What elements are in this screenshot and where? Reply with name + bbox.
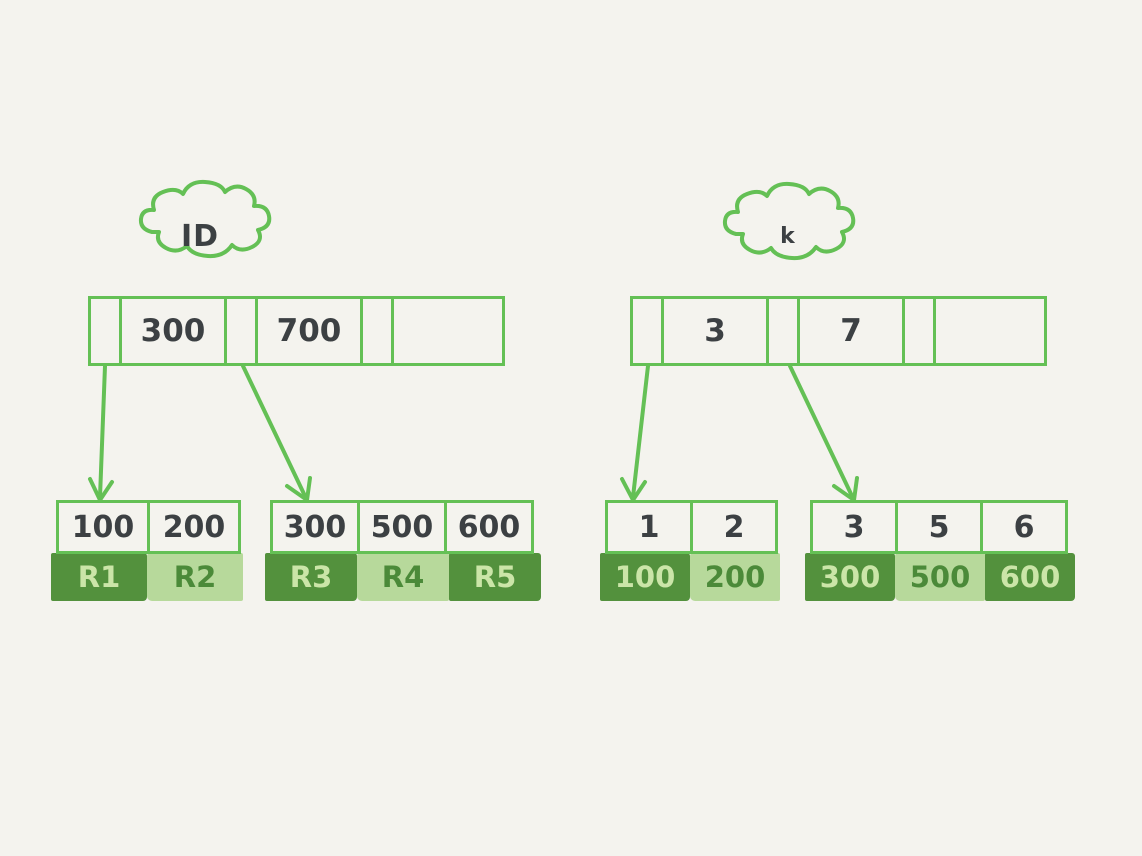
cloud-outline-left	[138, 179, 272, 259]
leaf-2-key-row: 300 500 600	[270, 500, 547, 554]
leaf-3-key-0[interactable]: 1	[605, 500, 693, 554]
root-right-empty-slot[interactable]	[933, 296, 1047, 366]
leaf-1-key-row: 100 200	[56, 500, 249, 554]
root-left-empty-slot[interactable]	[391, 296, 505, 366]
leaf-3-value-0[interactable]: 100	[600, 553, 690, 601]
leaf-3-value-1[interactable]: 200	[690, 553, 780, 601]
arrow-left-root-to-leaf-2	[241, 364, 307, 498]
root-node-left[interactable]: 300 700	[88, 296, 505, 366]
leaf-1-key-0[interactable]: 100	[56, 500, 150, 554]
arrow-left-root-to-leaf-1	[98, 364, 107, 499]
leaf-2-value-2[interactable]: R5	[449, 553, 541, 601]
root-right-pointer-2[interactable]	[902, 296, 936, 366]
leaf-1-value-0[interactable]: R1	[51, 553, 147, 601]
root-left-key-1[interactable]: 700	[255, 296, 363, 366]
leaf-node-2[interactable]: 300 500 600 R3 R4 R5	[265, 500, 547, 601]
arrow-right-root-to-leaf-3	[631, 364, 650, 499]
leaf-4-key-row: 3 5 6	[810, 500, 1081, 554]
leaf-1-value-1[interactable]: R2	[147, 553, 243, 601]
leaf-4-key-1[interactable]: 5	[895, 500, 983, 554]
root-right-pointer-0[interactable]	[630, 296, 664, 366]
root-right-key-0[interactable]: 3	[661, 296, 769, 366]
root-right-pointer-1[interactable]	[766, 296, 800, 366]
leaf-3-key-row: 1 2	[605, 500, 786, 554]
root-left-pointer-2[interactable]	[360, 296, 394, 366]
leaf-node-3[interactable]: 1 2 100 200	[600, 500, 786, 601]
leaf-2-key-0[interactable]: 300	[270, 500, 360, 554]
leaf-1-key-1[interactable]: 200	[147, 500, 241, 554]
leaf-3-value-row: 100 200	[600, 553, 786, 601]
leaf-2-key-1[interactable]: 500	[357, 500, 447, 554]
leaf-4-value-row: 300 500 600	[805, 553, 1081, 601]
root-left-key-0[interactable]: 300	[119, 296, 227, 366]
leaf-4-value-0[interactable]: 300	[805, 553, 895, 601]
leaf-3-key-1[interactable]: 2	[690, 500, 778, 554]
leaf-2-value-1[interactable]: R4	[357, 553, 449, 601]
leaf-4-key-2[interactable]: 6	[980, 500, 1068, 554]
leaf-4-value-1[interactable]: 500	[895, 553, 985, 601]
root-right-key-1[interactable]: 7	[797, 296, 905, 366]
leaf-4-key-0[interactable]: 3	[810, 500, 898, 554]
root-left-pointer-0[interactable]	[88, 296, 122, 366]
root-left-pointer-1[interactable]	[224, 296, 258, 366]
root-node-right[interactable]: 3 7	[630, 296, 1047, 366]
leaf-2-value-0[interactable]: R3	[265, 553, 357, 601]
leaf-4-value-2[interactable]: 600	[985, 553, 1075, 601]
cloud-outline-right	[722, 181, 856, 261]
leaf-node-4[interactable]: 3 5 6 300 500 600	[805, 500, 1081, 601]
leaf-node-1[interactable]: 100 200 R1 R2	[51, 500, 249, 601]
arrow-right-root-to-leaf-4	[788, 364, 854, 498]
leaf-2-value-row: R3 R4 R5	[265, 553, 547, 601]
leaf-1-value-row: R1 R2	[51, 553, 249, 601]
leaf-2-key-2[interactable]: 600	[444, 500, 534, 554]
